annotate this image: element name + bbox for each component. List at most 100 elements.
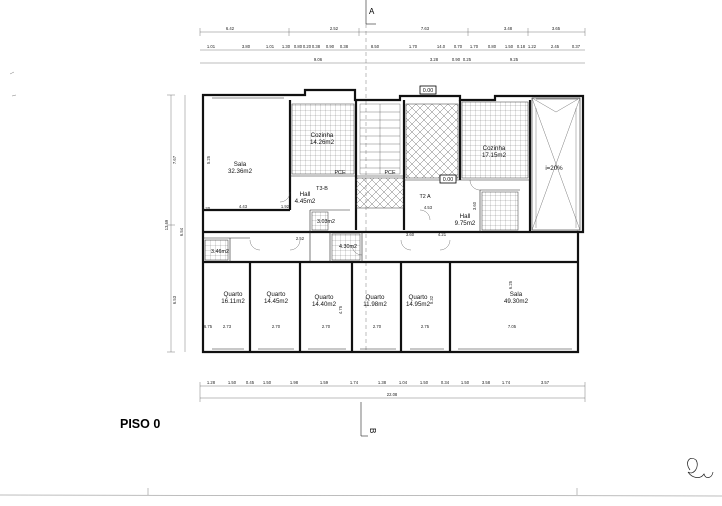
dim-left-4: 6.54 bbox=[179, 227, 184, 236]
dim-top2-4: 1.30 bbox=[282, 44, 291, 49]
dim-top2-12: 14.0 bbox=[437, 44, 446, 49]
dim-bot-14: 1.74 bbox=[502, 380, 511, 385]
dim-top2-10: 8.50 bbox=[371, 44, 380, 49]
building-walls bbox=[201, 88, 585, 354]
dim-top3-2: 3.28 bbox=[430, 57, 439, 62]
dim-top2-2: 3.80 bbox=[242, 44, 251, 49]
sala-right-area: 49.30m2 bbox=[504, 298, 529, 305]
dim-top2-18: 1.22 bbox=[528, 44, 537, 49]
dim-int-sl: 6.75 bbox=[204, 324, 213, 329]
bottom-dimension-lines: 1.28 1.50 0.45 1.50 1.98 1.59 1.74 1.38 … bbox=[199, 380, 586, 402]
dim-top2-7: 0.38 bbox=[312, 44, 321, 49]
dim-int-q4: 2.70 bbox=[373, 324, 382, 329]
dim-bot-5: 1.98 bbox=[290, 380, 299, 385]
cozinha-left-area: 14.26m2 bbox=[310, 139, 335, 146]
dim-bot-3: 0.45 bbox=[246, 380, 255, 385]
dim-bot-15: 3.57 bbox=[541, 380, 550, 385]
tiled-wc-c bbox=[204, 239, 229, 261]
section-mark-bottom: B bbox=[360, 402, 377, 437]
section-label-bottom: B bbox=[368, 428, 377, 433]
pce-label-1: PCE bbox=[334, 170, 345, 176]
left-dimension-lines: 7.67 13.69 6.53 6.54 bbox=[164, 94, 186, 353]
hall-right-name: Hall bbox=[460, 213, 471, 220]
dim-left-1: 7.67 bbox=[172, 155, 177, 164]
dim-top2-20: 0.37 bbox=[572, 44, 581, 49]
dim-int-hall-r2: 3.60 bbox=[406, 232, 415, 237]
dim-top2-15: 0.80 bbox=[488, 44, 497, 49]
dim-top-2: 2.52 bbox=[330, 26, 339, 31]
dim-top3-5: 9.25 bbox=[510, 57, 519, 62]
pce-label-2: PCE bbox=[384, 170, 395, 176]
quarto-2-name: Quarto bbox=[267, 291, 286, 298]
wc-left-a-area: 3.03m2 bbox=[317, 219, 335, 225]
sheet-title: PISO 0 bbox=[120, 417, 160, 431]
tiled-wc-b bbox=[331, 233, 361, 261]
dim-bot-8: 1.38 bbox=[378, 380, 387, 385]
ramp-label: i=20% bbox=[545, 165, 563, 172]
dim-top2-19: 2.45 bbox=[551, 44, 560, 49]
dim-int-q3: 2.70 bbox=[322, 324, 331, 329]
cozinha-right-area: 17.15m2 bbox=[482, 152, 507, 159]
hall-left-area: 4.45m2 bbox=[295, 198, 316, 205]
quarto-4-name: Quarto bbox=[366, 294, 385, 301]
dim-top2-13: 0.70 bbox=[454, 44, 463, 49]
level-mid: 0.00 bbox=[443, 177, 454, 183]
dim-int-wall-l2: 1.92 bbox=[281, 204, 290, 209]
dim-bot-9: 1.04 bbox=[399, 380, 408, 385]
t3b-label: T3-B bbox=[316, 186, 328, 192]
dim-bot-4: 1.50 bbox=[263, 380, 272, 385]
dim-int-hall-r: 4.53 bbox=[424, 205, 433, 210]
dim-bot-7: 1.74 bbox=[350, 380, 359, 385]
dim-top3-1: 9.06 bbox=[314, 57, 323, 62]
quarto-3-name: Quarto bbox=[315, 294, 334, 301]
top-dimension-lines: 6.42 2.52 7.63 3.48 3.65 1.01 3.80 1.01 … bbox=[199, 26, 586, 64]
interior-dimensions: 4.43 1.92 2.52 4.53 3.60 4.21 2.73 2.70 … bbox=[202, 155, 517, 329]
scan-marks bbox=[0, 71, 722, 497]
dim-top-3: 7.63 bbox=[421, 26, 430, 31]
dim-top-5: 3.65 bbox=[552, 26, 561, 31]
dim-int-q5: 2.75 bbox=[421, 324, 430, 329]
dim-int-hall-r3: 4.21 bbox=[438, 232, 447, 237]
dim-int-sr: 7.05 bbox=[508, 324, 517, 329]
dim-int-wall-l1: 4.43 bbox=[239, 204, 248, 209]
dim-top2-17: 0.18 bbox=[517, 44, 526, 49]
cozinha-left-name: Cozinha bbox=[311, 132, 334, 139]
room-labels: Sala 32.36m2 Cozinha 14.26m2 Hall 4.45m2… bbox=[211, 132, 563, 308]
hatched-landing bbox=[355, 177, 405, 209]
quarto-1-area: 16.11m2 bbox=[221, 298, 245, 305]
dim-int-v6: 0.20 bbox=[202, 206, 211, 211]
dim-top3-4: 0.25 bbox=[463, 57, 472, 62]
dim-int-v4: 3.60 bbox=[472, 201, 477, 210]
dim-bot-6: 1.59 bbox=[320, 380, 329, 385]
dim-top2-5: 0.80 bbox=[294, 44, 303, 49]
dim-bot-12: 1.50 bbox=[461, 380, 470, 385]
level-markers: 0.00 0.00 bbox=[419, 85, 457, 184]
level-top: 0.00 bbox=[423, 88, 434, 94]
dim-top2-8: 0.90 bbox=[326, 44, 335, 49]
dim-top2-9: 0.38 bbox=[340, 44, 349, 49]
cozinha-right-name: Cozinha bbox=[483, 145, 506, 152]
dim-int-hall-l: 2.52 bbox=[296, 236, 305, 241]
dim-bot-10: 1.50 bbox=[420, 380, 429, 385]
stair bbox=[359, 103, 401, 175]
hall-right-area: 9.75m2 bbox=[455, 220, 476, 227]
wc-center-area: 4.30m2 bbox=[339, 244, 357, 250]
dim-bot-total: 22.08 bbox=[387, 392, 398, 397]
wc-left-b-area: 3.46m2 bbox=[211, 249, 229, 255]
dim-bot-1: 1.28 bbox=[207, 380, 216, 385]
tiled-kitchen-right bbox=[461, 101, 529, 179]
dim-int-q1: 2.73 bbox=[223, 324, 232, 329]
dim-top2-1: 1.01 bbox=[207, 44, 216, 49]
dim-top3-3: 0.90 bbox=[452, 57, 461, 62]
dim-top2-14: 1.70 bbox=[470, 44, 479, 49]
ramp-area bbox=[531, 97, 581, 231]
dim-int-q2: 2.70 bbox=[272, 324, 281, 329]
tiled-wc-d bbox=[481, 191, 519, 231]
tiled-wc-a bbox=[311, 211, 329, 231]
dim-top-1: 6.42 bbox=[226, 26, 235, 31]
dim-top2-3: 1.01 bbox=[266, 44, 275, 49]
quarto-3-area: 14.40m2 bbox=[312, 301, 337, 308]
dim-int-v5: 6.25 bbox=[508, 280, 513, 289]
sala-left-name: Sala bbox=[234, 161, 247, 168]
